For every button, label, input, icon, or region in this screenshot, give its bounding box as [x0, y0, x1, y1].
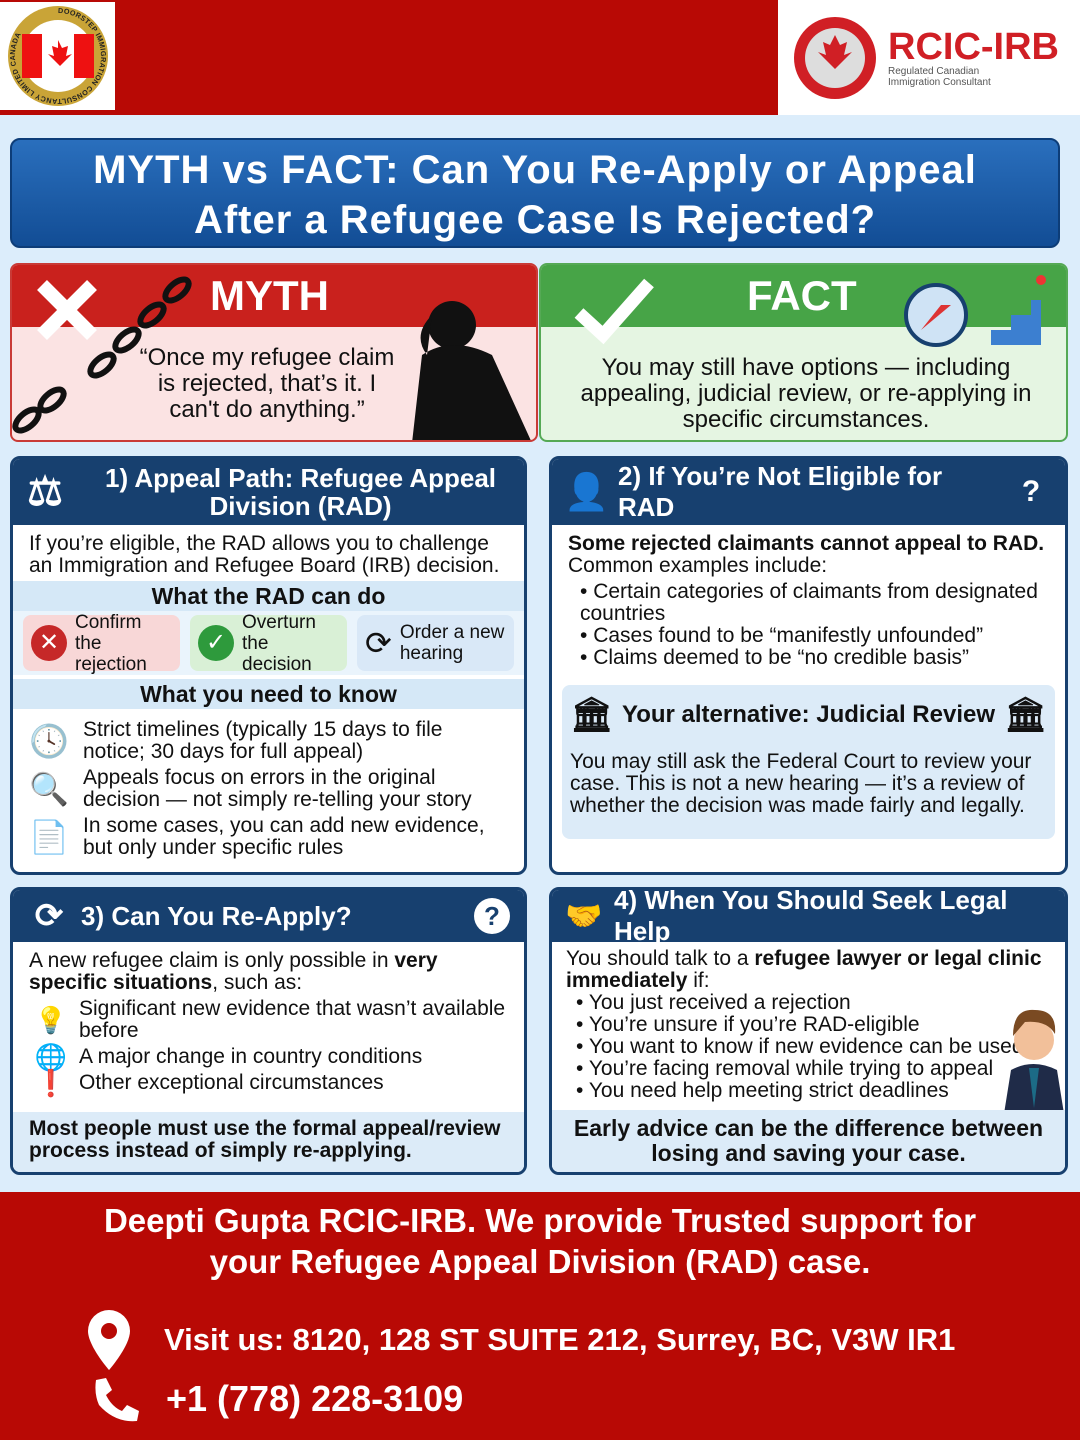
person-question-icon: ? [1021, 475, 1041, 508]
point-text: Appeals focus on errors in the original … [83, 766, 472, 811]
list-item: Claims deemed to be “no credible basis” [580, 647, 1049, 669]
list-item: You’re facing removal while trying to ap… [576, 1058, 1051, 1080]
card-title: 1) Appeal Path: Refugee Appeal Division … [104, 463, 497, 521]
lightbulb-icon: 💡 [34, 1005, 68, 1035]
alt-text: You may still ask the Federal Court to r… [570, 750, 1032, 817]
intro-bold: refugee lawyer or legal clinic immediate… [566, 947, 1042, 992]
intro-bold: very specific situations [29, 949, 438, 994]
subheading: What you need to know [13, 679, 524, 709]
magnifier-icon: 🔍 [29, 771, 69, 807]
option-label: Overturn the decision [242, 611, 316, 675]
list-item: You want to know if new evidence can be … [576, 1036, 1051, 1058]
footer-tagline: your Refugee Appeal Division (RAD) case. [209, 1243, 871, 1280]
list-item: You need help meeting strict deadlines [576, 1080, 1051, 1102]
exclamation-icon: ❗ [34, 1068, 68, 1098]
handshake-icon: 🤝 [565, 899, 603, 933]
footer: Deepti Gupta RCIC-IRB. We provide Truste… [0, 1192, 1080, 1440]
card-intro: If you’re eligible, the RAD allows you t… [29, 532, 500, 577]
list-item: You’re unsure if you’re RAD-eligible [576, 1014, 1051, 1036]
myth-text: “Once my refugee claim is rejected, that… [139, 344, 395, 423]
page-title: MYTH vs FACT: Can You Re-Apply or Appeal… [10, 138, 1060, 248]
lawyer-illustration [1003, 1009, 1065, 1120]
list-item: Other exceptional circumstances [79, 1071, 384, 1094]
intro: Common examples include: [568, 554, 828, 577]
myth-label: MYTH [12, 265, 536, 327]
subheading: What the RAD can do [13, 581, 524, 611]
intro: A new refugee claim is only possible in [29, 949, 395, 972]
alt-title: Your alternative: Judicial Review [621, 701, 996, 728]
refresh-icon: ⟳ [34, 897, 64, 935]
rcic-title: RCIC-IRB [888, 25, 1059, 68]
gavel-icon: ⚖ [27, 470, 63, 514]
card-note: Most people must use the formal appeal/r… [13, 1112, 524, 1172]
question-icon: ? [474, 898, 510, 934]
point-text: In some cases, you can add new evidence,… [83, 814, 485, 859]
rcic-subtitle: Regulated Canadian [888, 65, 980, 77]
globe-icon: 🌐 [34, 1042, 68, 1072]
distressed-person-icon [412, 301, 531, 440]
fact-label: FACT [541, 265, 1066, 327]
rcic-irb-logo: RCIC-IRB Regulated Canadian Immigration … [778, 0, 1080, 115]
footer-phone[interactable]: +1 (778) 228-3109 [166, 1378, 464, 1419]
footer-address[interactable]: Visit us: 8120, 128 ST SUITE 212, Surrey… [164, 1322, 956, 1357]
doorstep-logo: DOORSTEP IMMIGRATION CONSULTANCY LIMITED… [0, 2, 115, 110]
check-icon [574, 278, 654, 345]
intro: if: [687, 969, 710, 992]
list-item: A major change in country conditions [79, 1045, 423, 1068]
footer-tagline: Deepti Gupta RCIC-IRB. We provide Truste… [103, 1202, 977, 1239]
document-icon: 📄 [29, 819, 69, 855]
fact-panel: FACT You may still have options — includ… [539, 263, 1068, 442]
list-item: You just received a rejection [576, 992, 1051, 1014]
option-confirm: ✕Confirm the rejection [23, 612, 180, 675]
person-icon: 👤 [564, 471, 609, 512]
title-line: MYTH vs FACT: Can You Re-Apply or Appeal [93, 148, 977, 192]
fact-text: You may still have options — including a… [580, 354, 1032, 433]
intro-bold: Some rejected claimants cannot appeal to… [568, 532, 1045, 555]
card-note: Early advice can be the difference betwe… [552, 1110, 1065, 1172]
courthouse-icon: 🏛 [570, 696, 614, 734]
refresh-icon: ⟳ [365, 624, 392, 661]
title-line: After a Refugee Case Is Rejected? [193, 198, 877, 242]
rcic-subtitle: Immigration Consultant [888, 76, 991, 88]
location-pin-icon [88, 1310, 130, 1370]
intro: You should talk to a [566, 947, 755, 970]
rad-appeal-card: ⚖ 1) Appeal Path: Refugee Appeal Divisio… [10, 456, 527, 875]
myth-panel: MYTH “Once my refugee claim is rejected,… [10, 263, 538, 442]
legal-help-card: 🤝 4) When You Should Seek Legal Help You… [549, 887, 1068, 1175]
card-title: 2) If You’re Not Eligible for RAD [618, 461, 943, 522]
clock-icon: 🕓 [29, 723, 69, 759]
option-label: Order a new hearing [399, 622, 505, 664]
option-label: Confirm the rejection [75, 611, 147, 675]
x-circle-icon: ✕ [31, 625, 67, 661]
intro: , such as: [212, 971, 303, 994]
phone-icon [95, 1378, 139, 1422]
card-title: 4) When You Should Seek Legal Help [614, 887, 1008, 946]
card-title: 3) Can You Re-Apply? [81, 900, 352, 931]
reapply-card: ⟳ 3) Can You Re-Apply? ? A new refugee c… [10, 887, 527, 1175]
courthouse-icon: 🏛 [1003, 696, 1047, 734]
check-circle-icon: ✓ [198, 625, 234, 661]
option-overturn: ✓Overturn the decision [190, 612, 347, 675]
broken-chain-icon [12, 276, 192, 434]
compass-stairs-icon [904, 275, 1046, 347]
x-icon [37, 280, 97, 340]
point-text: Strict timelines (typically 15 days to f… [83, 718, 443, 763]
list-item: Certain categories of claimants from des… [580, 581, 1049, 625]
option-new-hearing: ⟳Order a new hearing [357, 615, 514, 671]
list-item: Significant new evidence that wasn’t ava… [79, 997, 506, 1042]
not-eligible-card: 👤 2) If You’re Not Eligible for RAD ? So… [549, 456, 1068, 875]
list-item: Cases found to be “manifestly unfounded” [580, 625, 1049, 647]
